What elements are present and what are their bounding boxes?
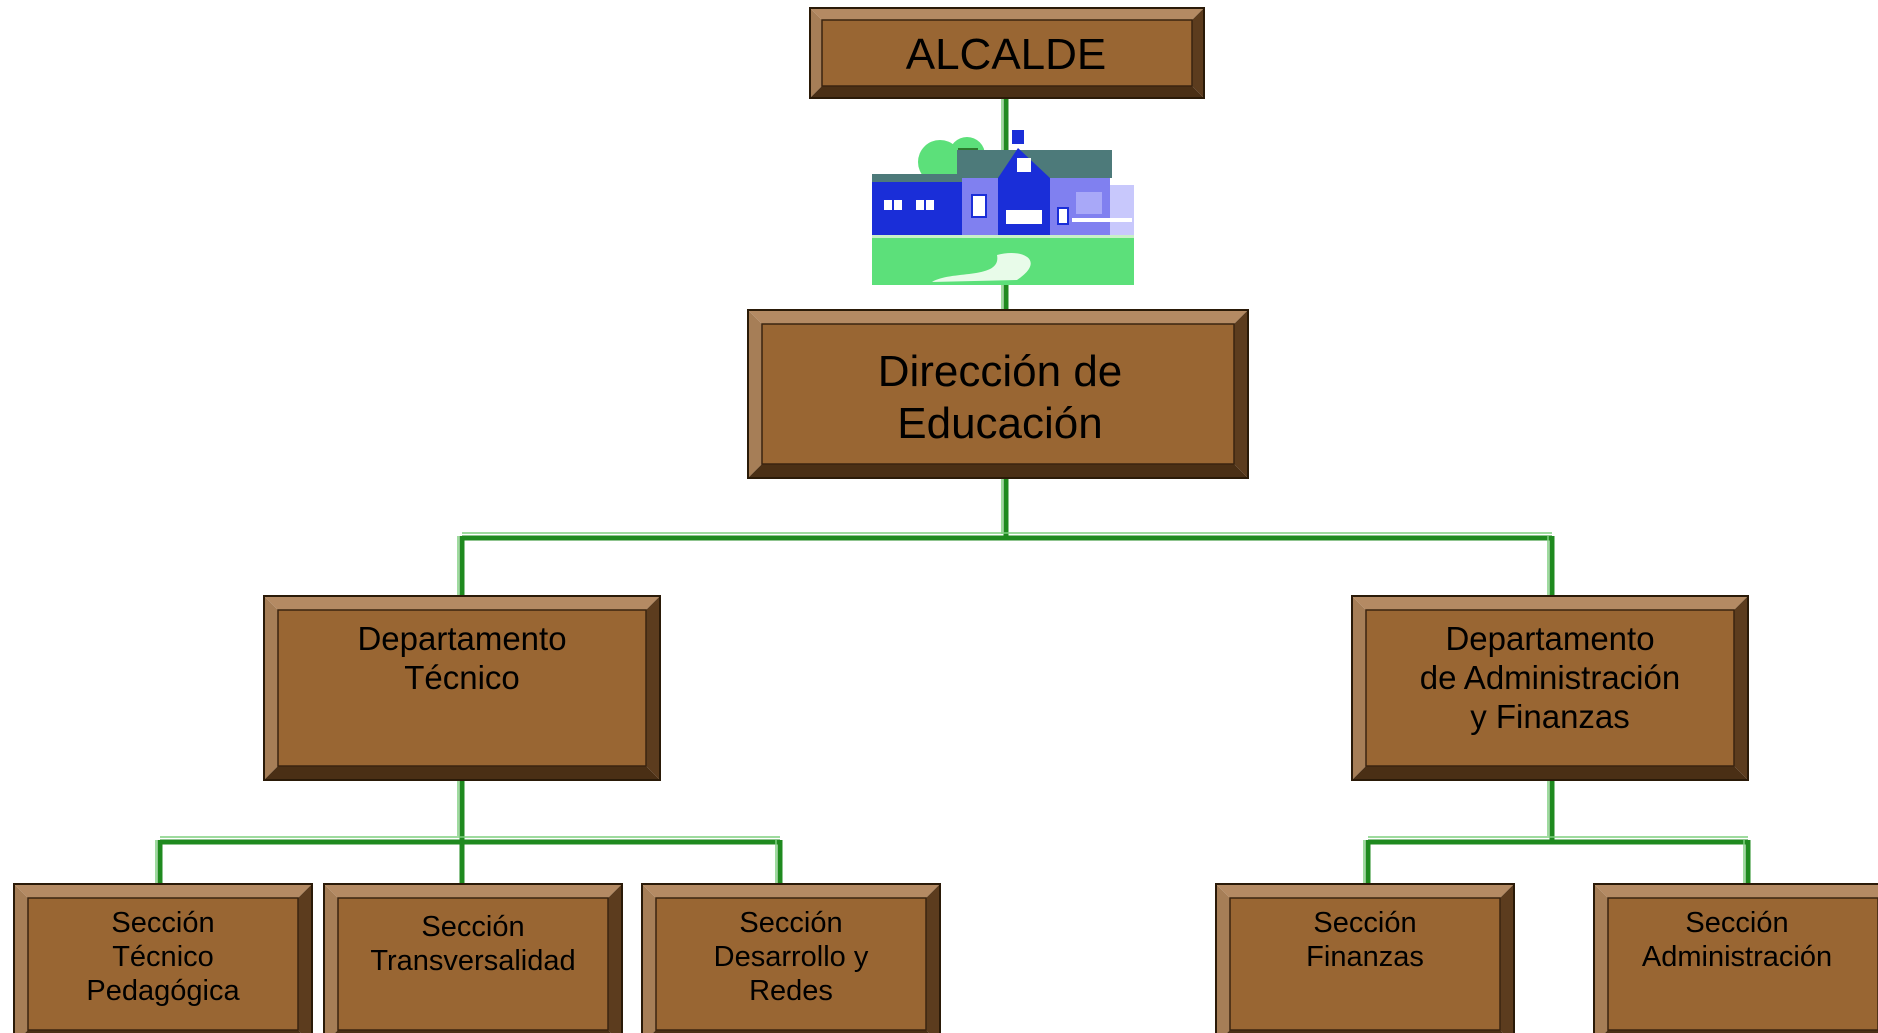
box-dep-tecnico xyxy=(263,595,661,781)
node-label-line: Dirección de xyxy=(877,347,1123,397)
node-label-line: Finanzas xyxy=(1306,941,1424,974)
node-label-line: ALCALDE xyxy=(905,30,1107,80)
node-label-line: Departamento xyxy=(357,620,567,657)
box-sec-finanzas xyxy=(1215,883,1515,1033)
node-label-line: Pedagógica xyxy=(86,975,240,1008)
node-label-line: Departamento xyxy=(1445,620,1655,657)
connectors xyxy=(155,98,1751,886)
box-sec-desarrollo-redes xyxy=(641,883,941,1033)
node-label-line: Sección xyxy=(739,907,843,939)
node-label-line: Redes xyxy=(749,975,833,1008)
node-label-line: Sección xyxy=(421,911,525,943)
node-label-line: Educación xyxy=(897,399,1103,448)
box-dep-admin xyxy=(1351,595,1749,781)
node-label-line: Sección xyxy=(1685,907,1789,939)
node-boxes xyxy=(13,7,1878,1033)
box-sec-tecnico-pedagogica xyxy=(13,883,313,1033)
node-label-line: Técnico xyxy=(112,941,214,974)
box-alcalde xyxy=(809,7,1205,99)
box-sec-administracion xyxy=(1593,883,1878,1033)
house-icon xyxy=(872,130,1134,285)
node-label-line: Transversalidad xyxy=(370,945,576,978)
node-label-line: Técnico xyxy=(404,658,520,696)
node-label-line: Desarrollo y xyxy=(713,941,869,974)
node-label-line: Sección xyxy=(111,907,215,939)
box-direccion xyxy=(747,309,1249,479)
node-label-line: y Finanzas xyxy=(1470,697,1630,735)
node-label-line: Administración xyxy=(1641,941,1833,974)
node-label-line: de Administración xyxy=(1419,658,1681,696)
box-sec-transversalidad xyxy=(323,883,623,1033)
node-label-line: Sección xyxy=(1313,907,1417,939)
node-alcalde: ALCALDE xyxy=(812,14,1200,96)
